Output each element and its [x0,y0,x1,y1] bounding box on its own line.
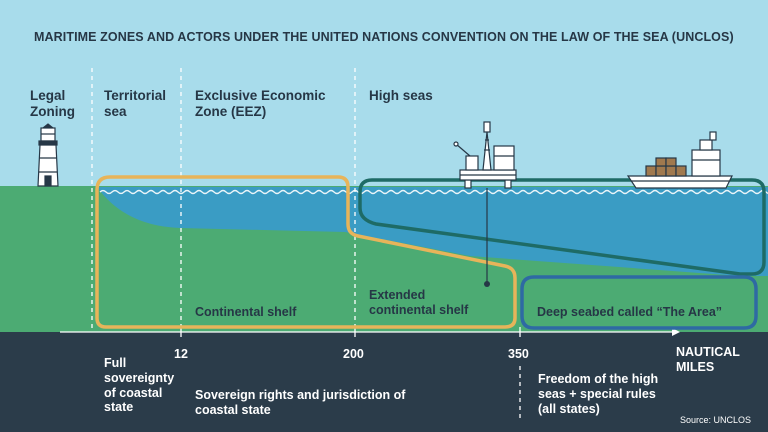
axis-unit-label: NAUTICAL MILES [676,345,740,374]
high-seas-outline [358,178,766,276]
page-title: MARITIME ZONES AND ACTORS UNDER THE UNIT… [34,30,734,44]
drill-point [484,281,490,287]
area-outline [520,275,758,330]
territorial-rights-label: Full sovereignty of coastal state [104,356,175,415]
eez-rights-label: Sovereign rights and jurisdiction of coa… [195,388,406,417]
tick-label-200: 200 [343,347,364,361]
deep-seabed-label: Deep seabed called “The Area” [537,305,723,319]
extended-shelf-label: Extended continental shelf [369,288,469,317]
axis-arrow [672,328,680,336]
territorial-sea-label: Territorial sea [104,88,167,119]
tick-label-350: 350 [508,347,529,361]
tick-label-12: 12 [174,347,188,361]
source-label: Source: UNCLOS [680,415,752,425]
lighthouse-icon [37,123,59,187]
high-seas-rights-label: Freedom of the high seas + special rules… [538,372,659,416]
high-seas-label: High seas [369,88,433,103]
eez-label: Exclusive Economic Zone (EEZ) [195,88,326,119]
oil-platform-icon [453,121,517,189]
legal-zoning-label: Legal Zoning [30,88,75,119]
bottom-band [0,332,768,432]
cargo-ship-icon [626,131,733,189]
eez-outline [95,175,517,329]
wave-line [99,189,768,195]
continental-shelf-label: Continental shelf [195,305,297,319]
